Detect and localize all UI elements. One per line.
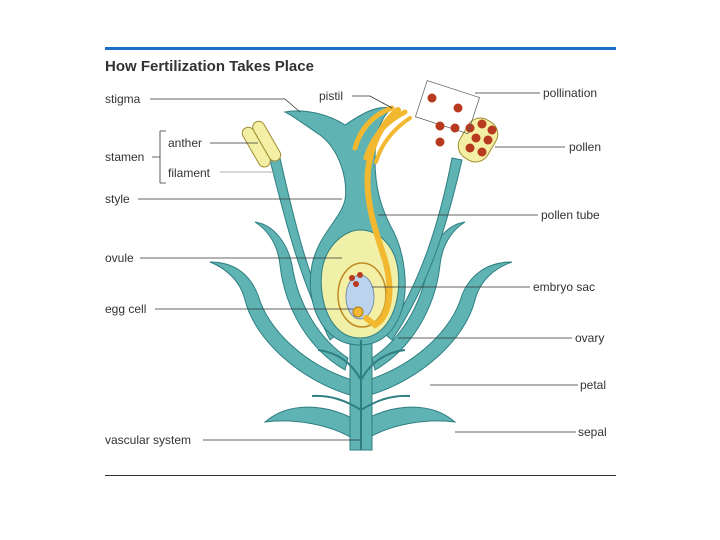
header-rule <box>105 47 616 50</box>
pollen-grain <box>465 143 475 153</box>
leader-stigma <box>150 98 301 113</box>
pollen-grain <box>483 135 493 145</box>
pollen-grain <box>487 125 497 135</box>
sac-nucleus-2 <box>357 272 363 278</box>
egg-cell <box>352 306 364 318</box>
pollen-grain <box>477 147 487 157</box>
vascular-system <box>311 340 411 450</box>
sepal-left <box>263 406 356 439</box>
pollen-grain <box>477 119 487 129</box>
label-ovule: ovule <box>105 251 134 265</box>
label-style: style <box>105 192 130 206</box>
petal-left-outer <box>209 261 353 396</box>
label-anther: anther <box>168 136 203 150</box>
label-pollination: pollination <box>543 86 598 100</box>
pollen-grain <box>453 103 463 113</box>
pollen-grain <box>427 93 437 103</box>
label-pollen-tube: pollen tube <box>541 208 600 222</box>
label-vascular-system: vascular system <box>105 433 192 447</box>
anther-left <box>241 120 282 168</box>
leader-pistil <box>352 95 393 109</box>
label-pistil: pistil <box>319 89 344 103</box>
pollen-grain <box>435 137 445 147</box>
leader-lines <box>138 92 578 441</box>
sepal-right <box>364 406 457 439</box>
label-stigma: stigma <box>105 92 141 106</box>
footer-rule <box>105 475 616 476</box>
petal-left-inner <box>254 221 349 371</box>
diagram-title: How Fertilization Takes Place <box>105 58 314 75</box>
pollen-grain <box>450 123 460 133</box>
label-ovary: ovary <box>575 331 605 345</box>
label-stamen: stamen <box>105 150 145 164</box>
label-pollen: pollen <box>569 140 602 154</box>
pollen-tube-branch-1 <box>352 105 395 151</box>
sac-nucleus-3 <box>353 281 359 287</box>
leader-stamen-bracket <box>152 130 166 184</box>
pollen-grain <box>465 123 475 133</box>
pollen-tube-branch-3 <box>374 116 412 164</box>
pollen-tube-branch-2 <box>363 109 408 161</box>
sac-nucleus-1 <box>349 275 355 281</box>
label-egg-cell: egg cell <box>105 302 147 316</box>
label-embryo-sac: embryo sac <box>533 280 596 294</box>
label-sepal: sepal <box>578 425 607 439</box>
label-petal: petal <box>580 378 607 392</box>
pollen-grain <box>471 133 481 143</box>
petal-right-inner <box>371 221 466 371</box>
petal-right-outer <box>367 261 513 396</box>
pollen-grain <box>435 121 445 131</box>
label-filament: filament <box>168 166 211 180</box>
